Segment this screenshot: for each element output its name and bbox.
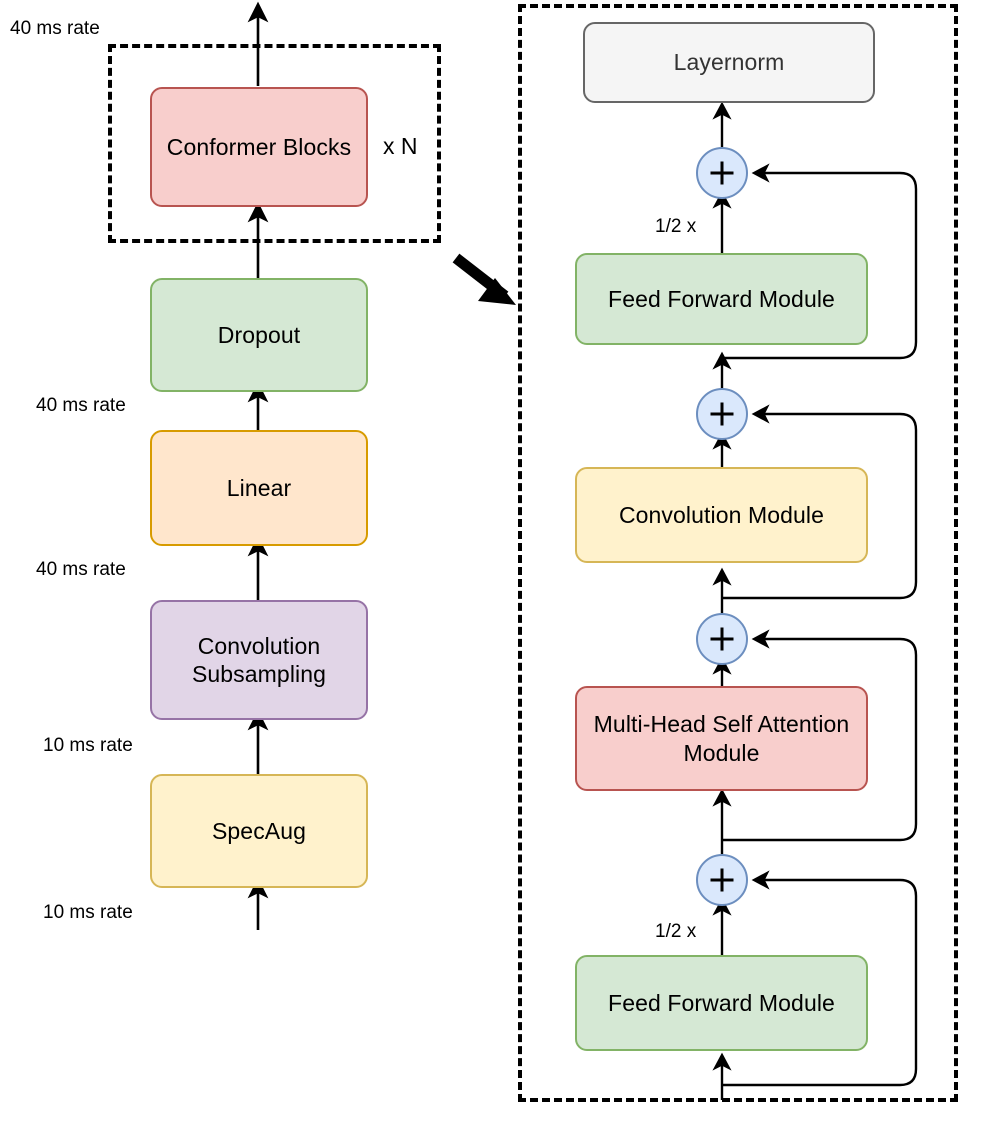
label-rate-input: 10 ms rate — [43, 902, 133, 923]
label-rate-after-subsampling: 40 ms rate — [36, 559, 126, 580]
node-linear[interactable]: Linear — [150, 430, 368, 546]
node-feed-forward-bottom[interactable]: Feed Forward Module — [575, 955, 868, 1051]
expansion-arrow-icon — [452, 253, 516, 305]
node-convolution-subsampling-line1: Convolution — [197, 632, 321, 659]
node-mhsa-module[interactable]: Multi-Head Self Attention Module — [575, 686, 868, 791]
adder-mhsa[interactable] — [696, 613, 748, 665]
node-dropout[interactable]: Dropout — [150, 278, 368, 392]
node-layernorm[interactable]: Layernorm — [583, 22, 875, 103]
adder-ff-bottom[interactable] — [696, 854, 748, 906]
label-half-scale-top: 1/2 x — [655, 216, 697, 237]
repeat-count-label: x N — [383, 133, 418, 159]
label-rate-output: 40 ms rate — [10, 18, 100, 39]
node-mhsa-line2: Module — [683, 739, 760, 766]
node-feed-forward-top[interactable]: Feed Forward Module — [575, 253, 868, 345]
conformer-blocks-group — [108, 44, 441, 243]
node-mhsa-line1: Multi-Head Self Attention — [593, 711, 850, 738]
label-rate-after-linear: 40 ms rate — [36, 395, 126, 416]
conformer-block-detail-group — [518, 4, 958, 1102]
node-convolution-subsampling[interactable]: Convolution Subsampling — [150, 600, 368, 720]
node-specaug[interactable]: SpecAug — [150, 774, 368, 888]
adder-conv[interactable] — [696, 388, 748, 440]
node-convolution-subsampling-line2: Subsampling — [191, 661, 327, 687]
node-convolution-module[interactable]: Convolution Module — [575, 467, 868, 563]
adder-ff-top[interactable] — [696, 147, 748, 199]
node-conformer-blocks[interactable]: Conformer Blocks — [150, 87, 368, 207]
label-half-scale-bottom: 1/2 x — [655, 921, 697, 942]
label-rate-after-specaug: 10 ms rate — [43, 735, 133, 756]
